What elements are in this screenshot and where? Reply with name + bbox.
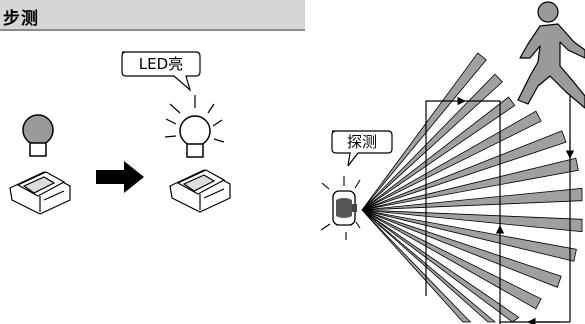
detection-beam: [361, 52, 487, 211]
section-title: 步测: [3, 9, 39, 29]
detection-beam: [361, 209, 472, 323]
sensor-device-middle-icon: [169, 169, 231, 213]
unlit-bulb-icon: [22, 114, 54, 157]
detect-callout-text: 探测: [347, 133, 377, 151]
detection-beam: [361, 209, 520, 323]
detection-beam: [361, 209, 497, 323]
detect-callout-bubble: 探测: [331, 130, 393, 167]
lit-bulb-icon: [164, 95, 225, 158]
led-callout-bubble: LED亮: [121, 51, 201, 92]
detection-beam: [361, 73, 503, 211]
detection-beam: [361, 187, 583, 211]
detection-beam: [361, 209, 542, 310]
detection-beam: [361, 209, 562, 288]
walking-person-icon: [517, 1, 585, 109]
detection-beam: [361, 96, 516, 211]
sensor-device-left-icon: [9, 171, 71, 215]
detection-beam: [361, 157, 579, 211]
detection-beam: [361, 110, 542, 211]
detection-beam: [361, 209, 577, 262]
detection-beam: [361, 130, 567, 211]
section-header-bar: 步测: [0, 0, 305, 31]
big-right-arrow-icon: [96, 161, 144, 193]
led-callout-text: LED亮: [139, 55, 183, 73]
detection-beam: [361, 209, 583, 233]
detection-beams: [361, 52, 583, 323]
motion-sensor-icon: [320, 176, 361, 240]
walk-path-arrows: [425, 90, 575, 324]
